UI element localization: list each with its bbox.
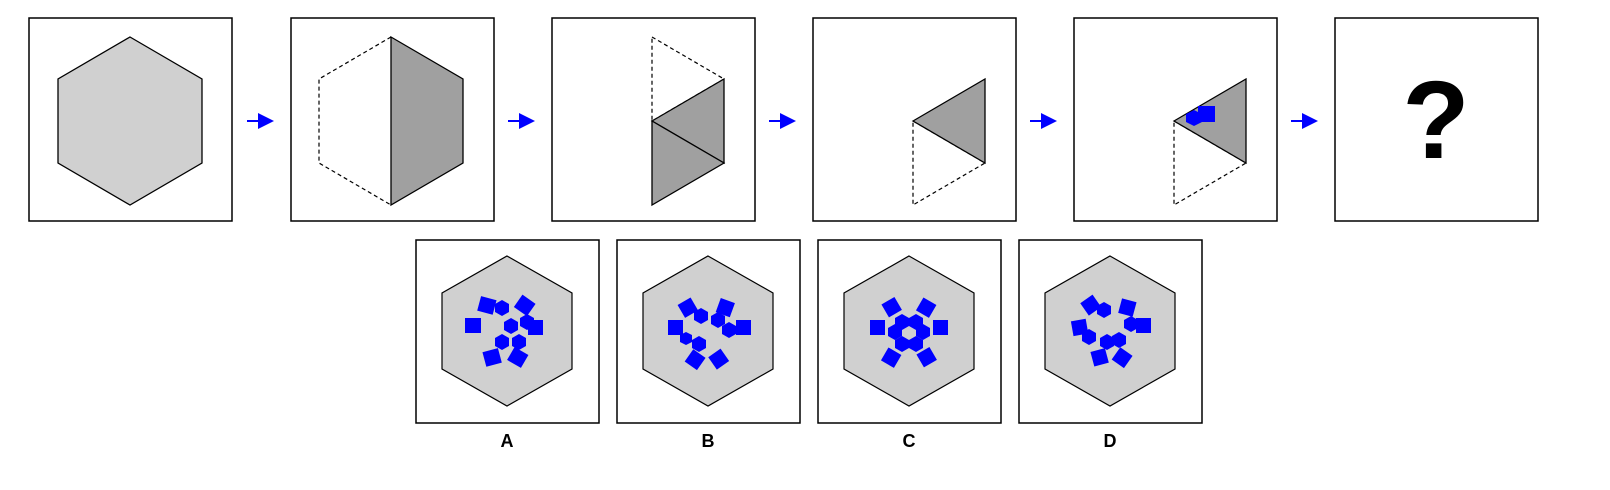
option-label: C xyxy=(903,431,916,451)
folded-quadrant-bottom xyxy=(651,119,726,207)
step-1-unfolded-hexagon xyxy=(28,17,233,222)
folded-wedge xyxy=(911,77,986,165)
option-hexagon xyxy=(843,255,975,407)
hexagon-shape xyxy=(57,36,203,206)
option-c[interactable]: C xyxy=(817,239,1002,451)
step-3-second-fold xyxy=(551,17,756,222)
option-a[interactable]: A xyxy=(415,239,600,451)
cut-pattern xyxy=(668,297,751,371)
cut-pattern xyxy=(870,296,948,368)
cut-hexagon xyxy=(1186,110,1202,126)
option-b[interactable]: B xyxy=(616,239,801,451)
step-2-first-fold xyxy=(290,17,495,222)
answer-options: A B xyxy=(415,239,1203,451)
option-label: B xyxy=(702,431,715,451)
dashed-fold-outline xyxy=(651,35,726,123)
option-hexagon xyxy=(1044,255,1176,407)
option-label: A xyxy=(501,431,514,451)
step-6-question: ? xyxy=(1334,17,1539,222)
cut-square xyxy=(1198,106,1215,122)
cut-pattern xyxy=(465,294,543,368)
option-hexagon xyxy=(642,255,774,407)
cut-pattern xyxy=(1070,294,1151,369)
question-mark: ? xyxy=(1402,59,1469,182)
step-4-third-fold xyxy=(812,17,1017,222)
dashed-fold-outline xyxy=(912,119,987,207)
dashed-fold-outline xyxy=(1173,119,1248,207)
option-label: D xyxy=(1104,431,1117,451)
folded-half xyxy=(390,35,464,207)
step-5-cut xyxy=(1073,17,1278,222)
option-d[interactable]: D xyxy=(1018,239,1203,451)
